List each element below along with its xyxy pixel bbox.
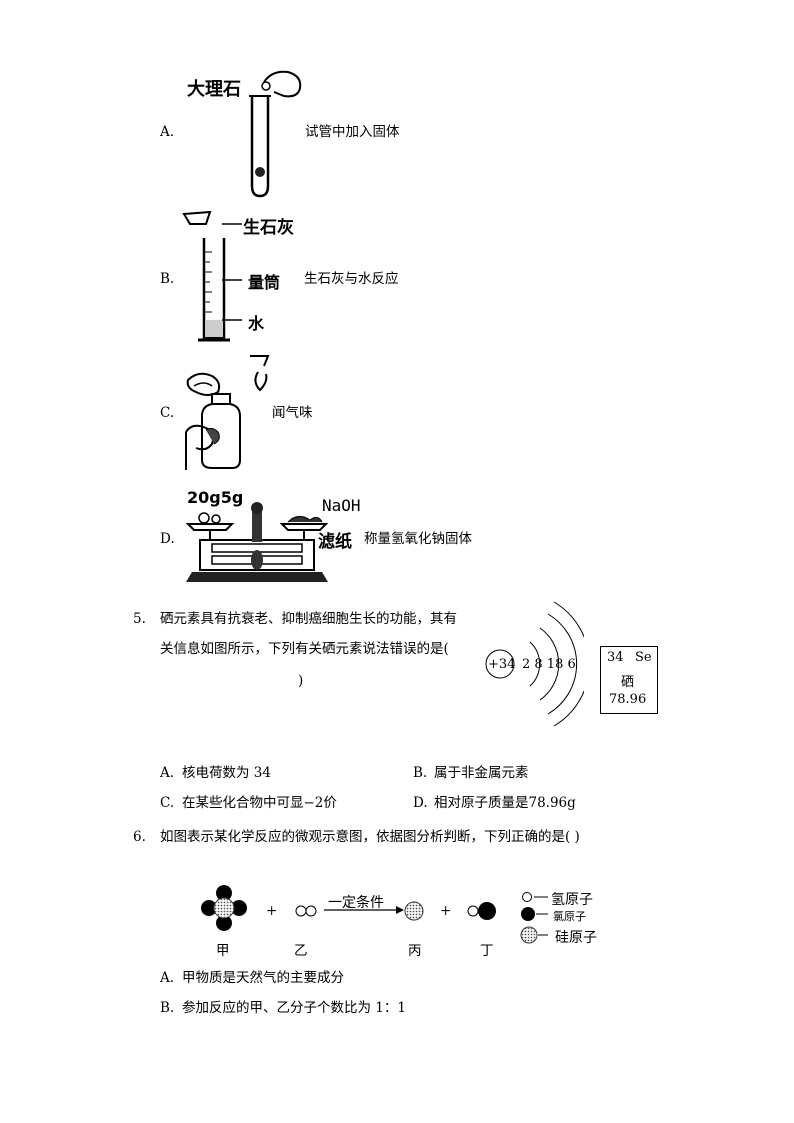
- q5-choice-d: 相对原子质量是78.96g: [434, 795, 576, 811]
- si-atom-legend-icon: [520, 926, 538, 944]
- electron-shells: 2 8 18 6: [522, 657, 576, 672]
- q6-choice-b: 参加反应的甲、乙分子个数比为 1：1: [182, 1000, 406, 1016]
- option-b-letter: B.: [160, 271, 175, 287]
- element-name: 硒: [621, 675, 635, 690]
- label-jia: 甲: [216, 943, 230, 959]
- h-atom: [305, 905, 317, 917]
- option-b-desc: 生石灰与水反应: [304, 271, 399, 287]
- reaction-condition: 一定条件: [328, 895, 384, 911]
- element-symbol: Se: [635, 650, 652, 665]
- si-atom: [213, 897, 235, 919]
- q5-number: 5.: [133, 611, 146, 627]
- q5-choice-b-letter: B.: [413, 765, 428, 781]
- label-ding: 丁: [480, 943, 494, 959]
- cl-atom: [201, 900, 217, 916]
- q5-line3: ): [298, 673, 304, 689]
- smell-gas-figure: [185, 355, 270, 470]
- option-d-desc: 称量氢氧化钠固体: [364, 531, 472, 547]
- lime-label: 生石灰: [243, 218, 294, 238]
- option-c-desc: 闻气味: [272, 405, 313, 421]
- cylinder-pointers: [222, 223, 242, 321]
- legend-cl: 氯原子: [553, 910, 586, 923]
- q6-choice-a-letter: A.: [160, 970, 175, 986]
- h-atom: [467, 905, 479, 917]
- atom-structure-diagram: [485, 601, 584, 727]
- legend-icons: [520, 892, 548, 944]
- cl-atom: [478, 902, 496, 920]
- legend-h: 氢原子: [551, 892, 593, 908]
- option-a-letter: A.: [160, 124, 175, 140]
- cl-atom: [216, 885, 232, 901]
- q6-stem: 如图表示某化学反应的微观示意图，依据图分析判断，下列正确的是( ): [160, 829, 580, 845]
- atomic-number: 34: [607, 650, 624, 665]
- q5-choice-c: 在某些化合物中可显−2价: [182, 795, 337, 811]
- plus-sign-2: +: [440, 903, 452, 919]
- h-atom-legend-icon: [522, 892, 532, 902]
- cl-atom-legend-icon: [521, 907, 535, 921]
- option-a-desc: 试管中加入固体: [305, 124, 400, 140]
- q6-number: 6.: [133, 829, 146, 845]
- q5-choice-b: 属于非金属元素: [434, 765, 529, 781]
- si-atom: [404, 901, 424, 921]
- q6-choice-b-letter: B.: [160, 1000, 175, 1016]
- graduated-cylinder-figure: [182, 210, 230, 342]
- nucleus-charge: +34: [488, 657, 516, 672]
- marble-label: 大理石: [187, 79, 241, 100]
- q5-choice-d-letter: D.: [413, 795, 428, 811]
- q5-choice-c-letter: C.: [160, 795, 175, 811]
- atomic-mass: 78.96: [609, 692, 647, 707]
- cl-atom: [216, 915, 232, 931]
- option-c-letter: C.: [160, 405, 175, 421]
- q6-choice-a: 甲物质是天然气的主要成分: [182, 970, 344, 986]
- q5-line1: 硒元素具有抗衰老、抑制癌细胞生长的功能，其有: [160, 611, 457, 627]
- h-atom: [295, 905, 307, 917]
- filter-paper-label: 滤纸: [318, 532, 352, 552]
- option-d-letter: D.: [160, 531, 175, 547]
- balance-figure: [185, 502, 329, 582]
- test-tube-figure: [249, 70, 302, 198]
- reaction-diagram: [201, 885, 496, 931]
- plus-sign-1: +: [266, 903, 278, 919]
- cylinder-label: 量筒: [248, 273, 281, 292]
- water-label: 水: [248, 314, 265, 333]
- weights-label: 20g5g: [187, 488, 244, 507]
- label-yi: 乙: [294, 943, 308, 959]
- q5-line2: 关信息如图所示，下列有关硒元素说法错误的是(: [160, 641, 449, 657]
- periodic-element-card: 34 Se 硒 78.96: [600, 646, 658, 714]
- label-bing: 丙: [408, 943, 422, 959]
- q5-choice-a: 核电荷数为 34: [182, 765, 271, 781]
- q5-choice-a-letter: A.: [160, 765, 175, 781]
- cl-atom: [231, 900, 247, 916]
- legend-si: 硅原子: [555, 930, 597, 946]
- naoh-label: NaOH: [322, 496, 361, 515]
